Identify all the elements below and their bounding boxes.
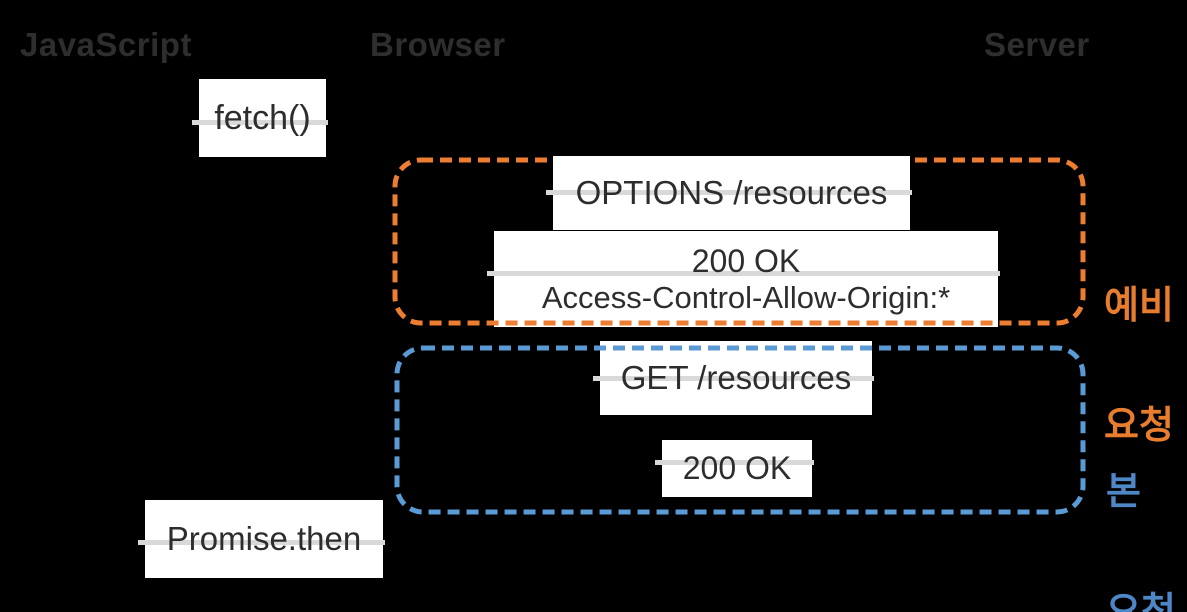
main-group-label-line2: 요청 [1106, 591, 1176, 612]
connector-line [487, 271, 1000, 276]
preflight-group-border [392, 157, 1086, 326]
column-label-browser: Browser [370, 26, 506, 63]
connector-line [192, 120, 328, 125]
preflight-response-status-text: 200 OK [691, 242, 801, 279]
main-response-box: 200 OK [655, 440, 814, 497]
column-label-server: Server [984, 26, 1090, 63]
fetch-text: fetch() [214, 98, 311, 137]
promise-then-box: Promise.then [138, 500, 385, 578]
preflight-response-box: 200 OK Access-Control-Allow-Origin:* [487, 231, 1000, 327]
preflight-request-box: OPTIONS /resources [546, 156, 912, 230]
promise-then-text: Promise.then [166, 520, 362, 557]
preflight-group-label: 예비 요청 [1104, 206, 1174, 526]
main-request-box: GET /resources [593, 341, 874, 415]
preflight-response-header-text: Access-Control-Allow-Origin:* [541, 279, 951, 315]
main-request-text: GET /resources [620, 359, 852, 396]
connector-line [138, 540, 385, 545]
preflight-group-label-line1: 예비 [1104, 285, 1174, 327]
column-label-javascript: JavaScript [20, 26, 192, 63]
main-group-border [394, 345, 1086, 515]
connector-line [593, 376, 874, 381]
connector-line [655, 460, 814, 465]
main-response-status-text: 200 OK [682, 450, 792, 486]
fetch-box: fetch() [192, 79, 328, 157]
main-group-label-line1: 본 [1106, 471, 1141, 513]
connector-line [546, 190, 912, 195]
preflight-group-label-line2: 요청 [1104, 405, 1174, 447]
main-group-label: 본 요청 [1106, 392, 1176, 612]
preflight-request-text: OPTIONS /resources [575, 174, 888, 211]
